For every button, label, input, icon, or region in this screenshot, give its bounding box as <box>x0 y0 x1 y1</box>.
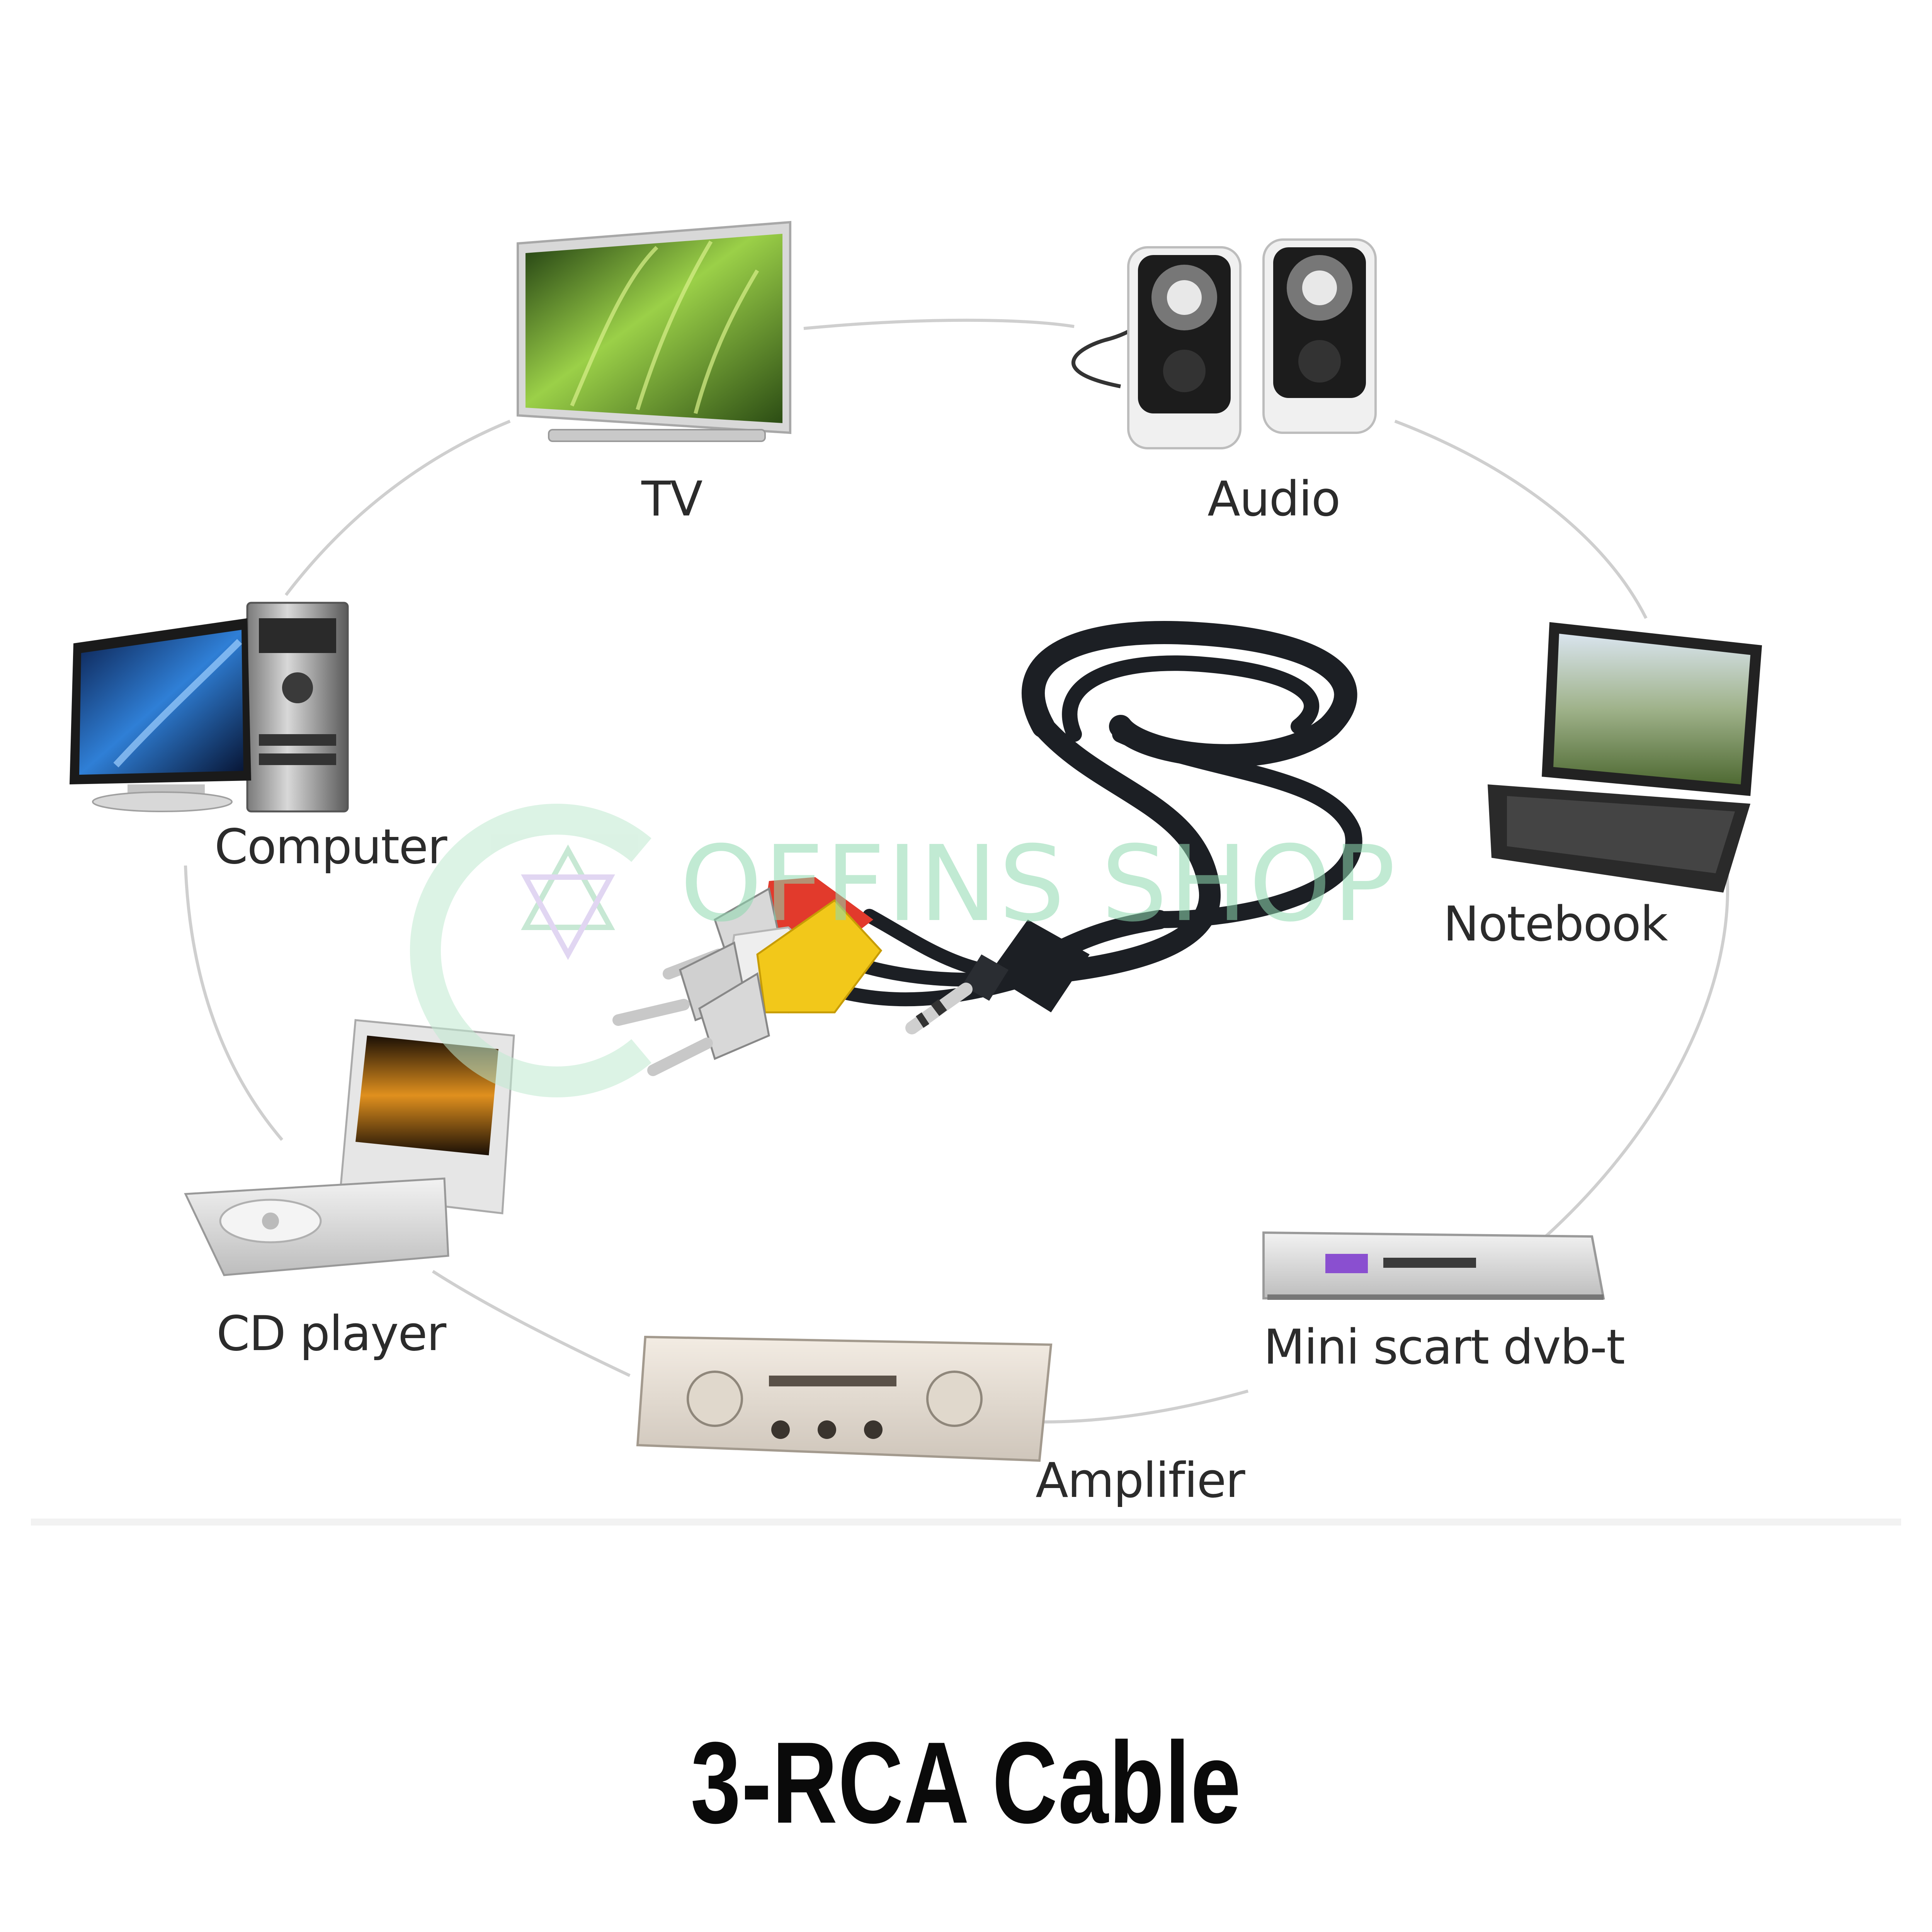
label-audio: Audio <box>1208 471 1340 527</box>
speaker-icon <box>1071 238 1377 449</box>
watermark-text: OFFINS SHOP <box>680 823 1397 945</box>
label-notebook: Notebook <box>1443 896 1668 952</box>
tv-icon <box>517 221 791 442</box>
aux-jack-plug <box>905 920 1090 1034</box>
notebook-icon <box>1488 622 1762 893</box>
computer-icon <box>70 602 349 813</box>
floor-shadow <box>31 1519 1901 1526</box>
watermark-logo <box>410 804 651 1097</box>
product-caption: 3-RCA Cable <box>690 1718 1242 1847</box>
rca-plug-yellow <box>647 899 883 1076</box>
label-tv: TV <box>641 471 703 527</box>
label-cd-player: CD player <box>216 1306 446 1362</box>
connection-ring <box>184 318 1729 1423</box>
label-mini-scart: Mini scart dvb-t <box>1264 1320 1625 1375</box>
dvb-receiver-icon <box>1262 1231 1605 1300</box>
label-amplifier: Amplifier <box>1036 1453 1245 1509</box>
amplifier-icon <box>636 1335 1053 1462</box>
label-computer: Computer <box>214 819 447 875</box>
